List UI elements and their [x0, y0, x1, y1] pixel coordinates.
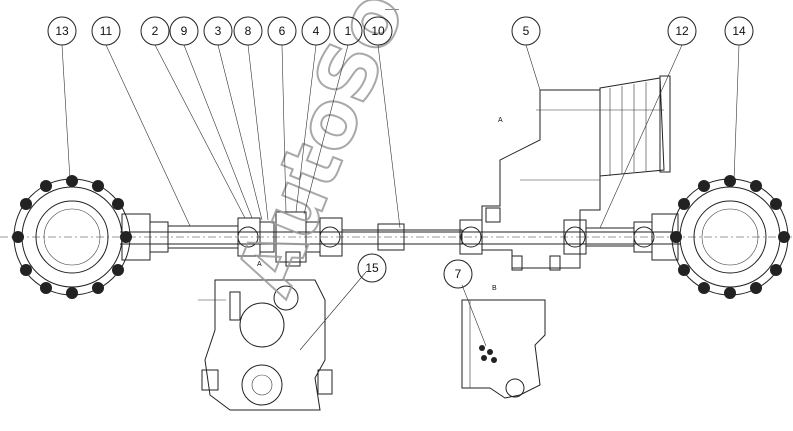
callout-12: 12 [667, 16, 697, 46]
svg-text:13: 13 [55, 24, 69, 38]
svg-text:10: 10 [371, 24, 385, 38]
callout-10: 10 [363, 16, 393, 46]
svg-text:7: 7 [455, 267, 462, 281]
svg-text:11: 11 [100, 24, 113, 38]
left-shaft-assembly [167, 211, 343, 267]
right-shaft-assembly [563, 219, 655, 255]
view-mark-a-arrow: A [498, 117, 503, 124]
svg-text:14: 14 [732, 24, 746, 38]
callout-7: 7 [443, 259, 473, 289]
scale-note: —— [385, 6, 399, 13]
svg-text:8: 8 [245, 24, 252, 38]
view-a-detail: A [198, 261, 333, 411]
left-wheel-hub [12, 175, 169, 299]
callout-14: 14 [724, 16, 754, 46]
callout-3: 3 [203, 16, 233, 46]
right-wheel-hub [633, 175, 790, 299]
callout-8: 8 [233, 16, 263, 46]
view-mark-a: A [257, 261, 262, 268]
callout-6: 6 [267, 16, 297, 46]
callout-2: 2 [140, 16, 170, 46]
callout-15: 15 [357, 253, 387, 283]
svg-text:4: 4 [313, 24, 320, 38]
callout-5: 5 [511, 16, 541, 46]
transfer-case [481, 75, 671, 271]
svg-text:12: 12 [675, 24, 689, 38]
callout-11: 11 [91, 16, 121, 46]
callout-13: 13 [47, 16, 77, 46]
svg-text:6: 6 [279, 24, 286, 38]
view-mark-b: B [492, 285, 497, 292]
callout-4: 4 [301, 16, 331, 46]
svg-text:2: 2 [152, 24, 159, 38]
svg-text:1: 1 [345, 24, 352, 38]
svg-text:15: 15 [365, 261, 379, 275]
callout-1: 1 [333, 16, 363, 46]
svg-text:9: 9 [181, 24, 188, 38]
watermark: AutoSoft [219, 0, 450, 308]
watermark-text: AutoSoft [220, 0, 449, 307]
callout-9: 9 [169, 16, 199, 46]
svg-text:5: 5 [523, 24, 530, 38]
svg-text:3: 3 [215, 24, 222, 38]
leader-lines [61, 44, 740, 351]
view-b-detail: B [461, 285, 546, 399]
